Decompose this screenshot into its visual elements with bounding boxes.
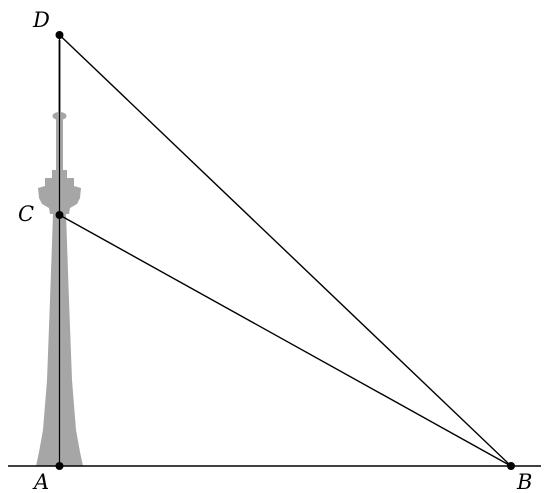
point-b (507, 462, 515, 470)
point-c (55, 211, 64, 219)
label-c: C (18, 202, 34, 226)
segment-db (59, 34, 512, 467)
label-d: D (32, 8, 50, 32)
point-a (55, 462, 64, 470)
segment-cb (59, 214, 512, 467)
label-a: A (32, 470, 49, 493)
point-d (55, 31, 64, 39)
label-b: B (516, 470, 532, 493)
